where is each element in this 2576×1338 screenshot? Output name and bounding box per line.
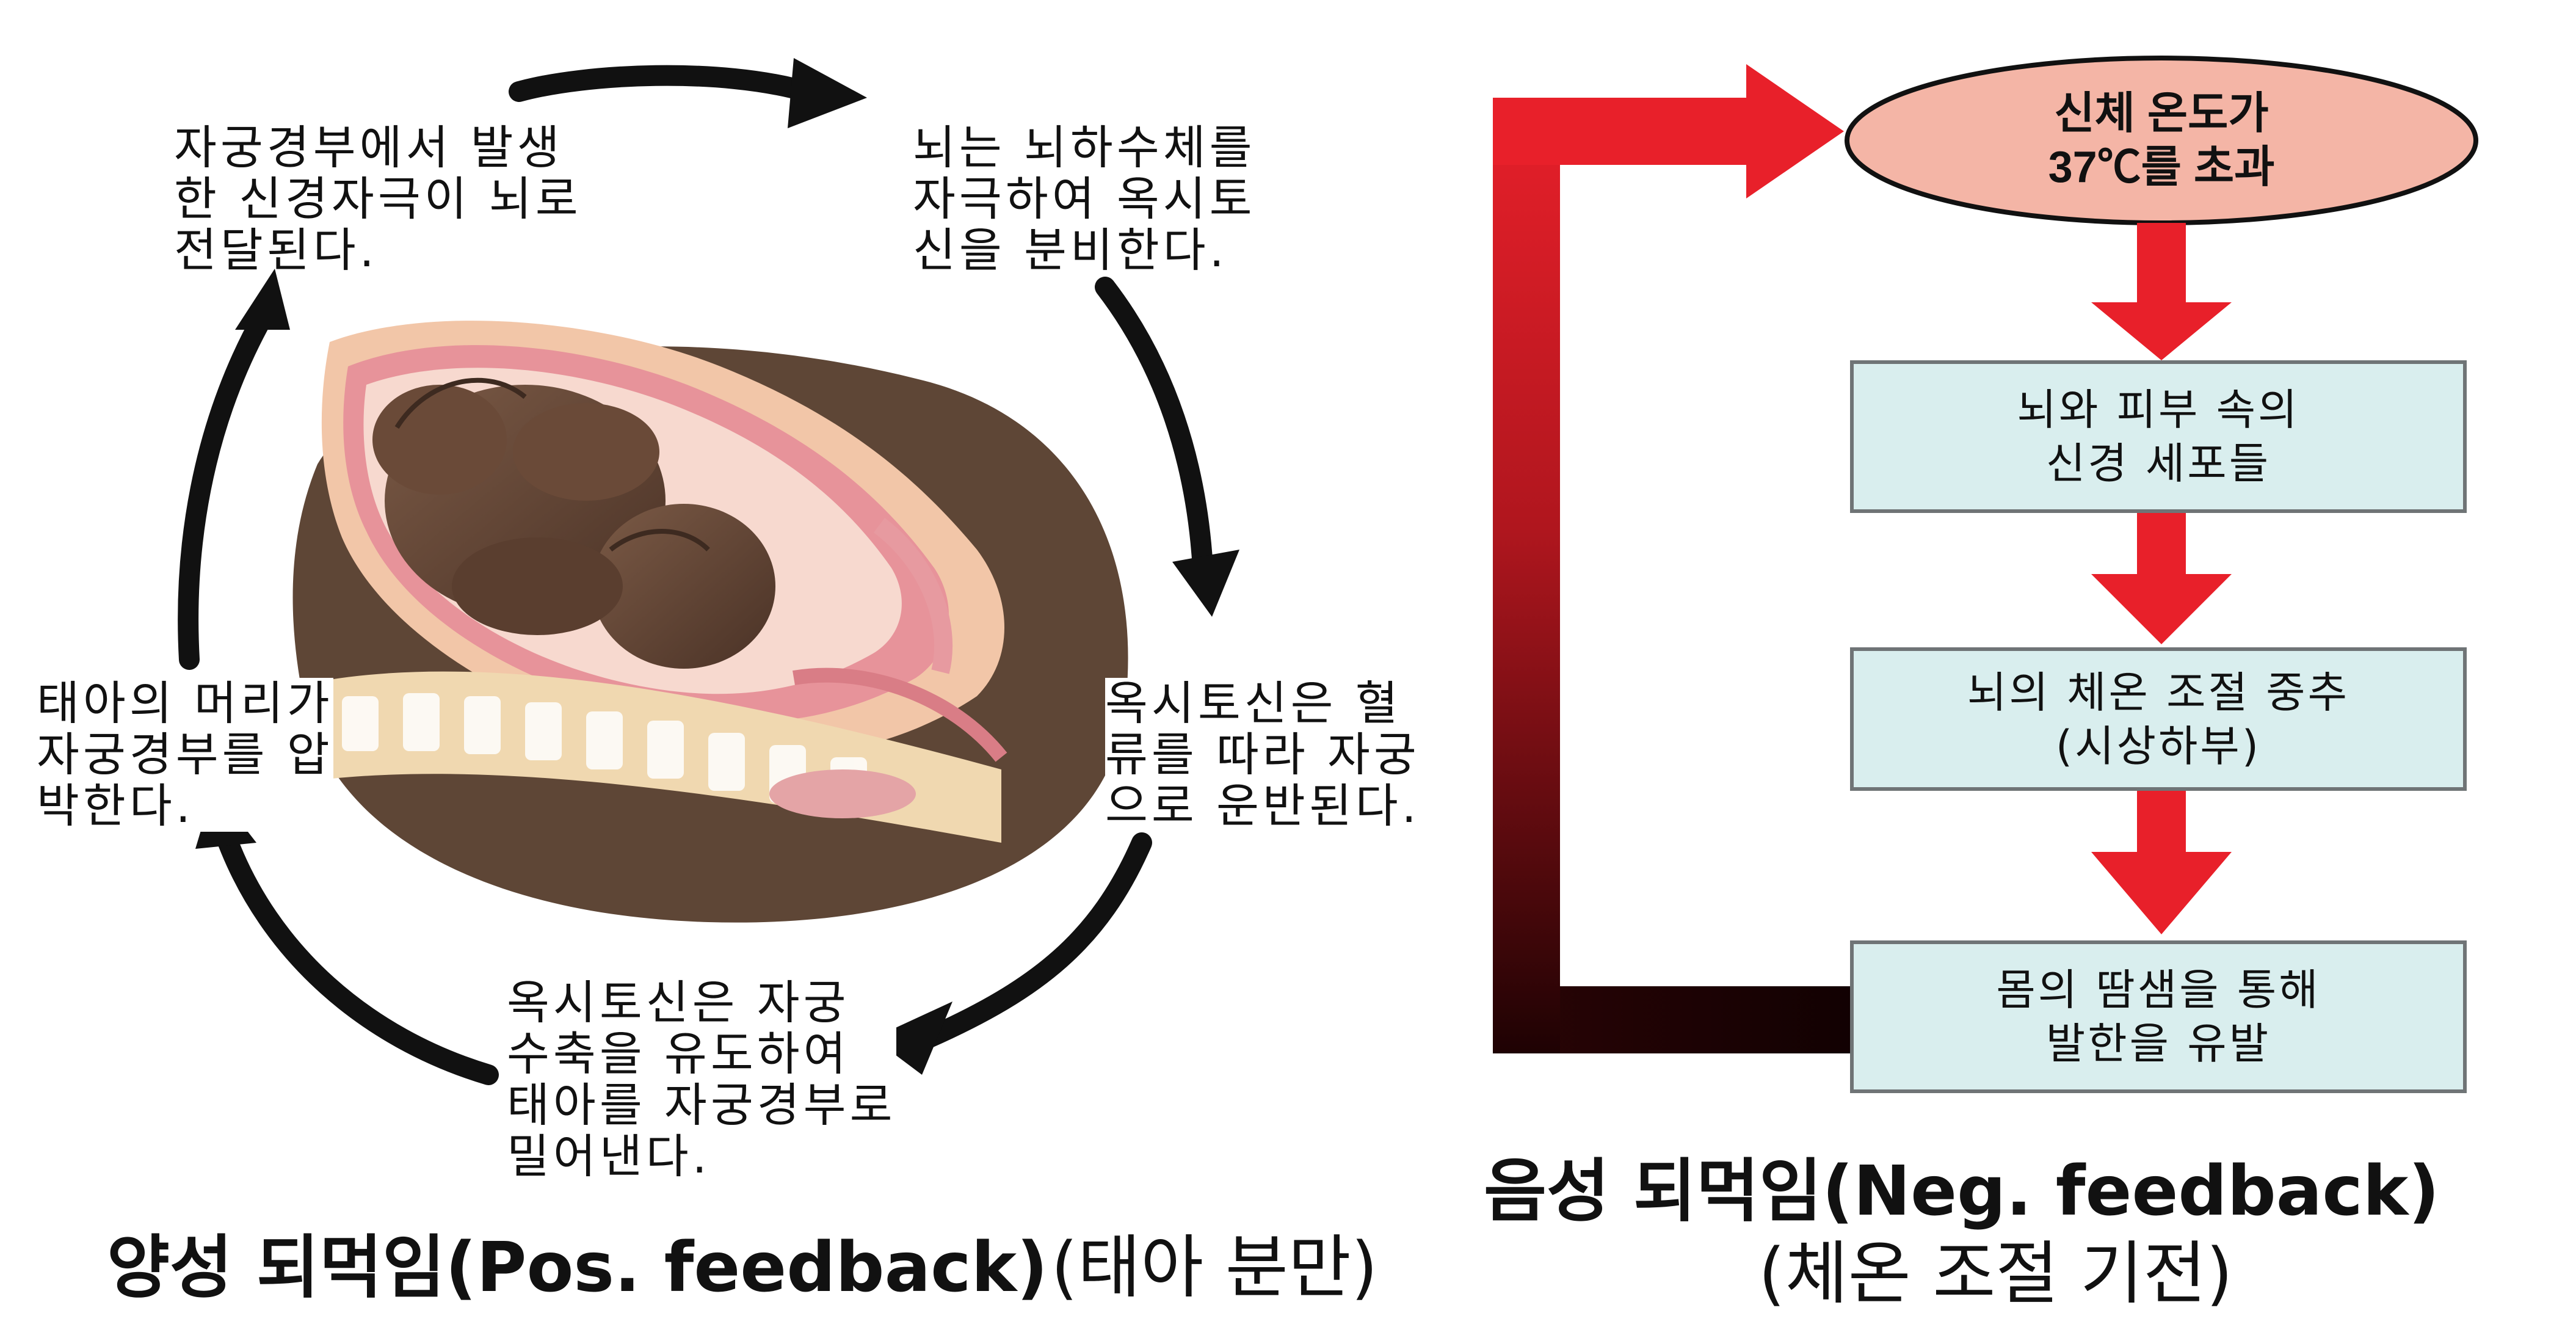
sensor-line-2: 신경 세포들 bbox=[2045, 438, 2271, 489]
pos-step-1-line-2: 한 신경자극이 뇌로 bbox=[174, 172, 582, 226]
negative-feedback-subtitle: (체온 조절 기전) bbox=[1758, 1234, 2233, 1314]
positive-feedback-title: 양성 되먹임(Pos. feedback) bbox=[107, 1228, 1048, 1307]
arrowhead-top bbox=[788, 58, 867, 128]
pos-step-2-line-2: 자극하여 옥시토 bbox=[913, 172, 1256, 226]
positive-feedback-caption: 양성 되먹임(Pos. feedback) (태아 분만) bbox=[107, 1212, 1378, 1311]
positive-feedback-subtitle: (태아 분만) bbox=[1051, 1228, 1378, 1307]
pos-step-4-line-2: 수축을 유도하여 bbox=[507, 1027, 850, 1081]
stimulus-label: 신체 온도가 37℃를 초과 bbox=[1905, 67, 2418, 214]
control-center-line-1: 뇌의 체온 조절 중추 bbox=[1967, 667, 2349, 718]
control-center-line-2: (시상하부) bbox=[2055, 721, 2262, 771]
loop-arrowhead bbox=[1746, 64, 1844, 198]
control-center-box: 뇌의 체온 조절 중추 (시상하부) bbox=[1850, 647, 2467, 791]
pos-step-3: 옥시토신은 혈 류를 따라 자궁 으로 운반된다. bbox=[1105, 678, 1420, 832]
loop-left-segment bbox=[1493, 98, 1560, 1053]
pos-step-1-line-1: 자궁경부에서 발생 bbox=[174, 120, 564, 175]
pos-step-4: 옥시토신은 자궁 수축을 유도하여 태아를 자궁경부로 밀어낸다. bbox=[507, 977, 896, 1182]
stimulus-line-2: 37℃를 초과 bbox=[2048, 143, 2275, 192]
arrowhead-bottom bbox=[873, 1002, 952, 1075]
cycle-arrowheads bbox=[195, 58, 1239, 1075]
cycle-arrows bbox=[178, 65, 1213, 1085]
effector-box: 몸의 땀샘을 통해 발한을 유발 bbox=[1850, 940, 2467, 1093]
fetus-in-uterus-illustration bbox=[292, 321, 1128, 923]
pos-step-1: 자궁경부에서 발생 한 신경자극이 뇌로 전달된다. bbox=[174, 122, 582, 276]
pos-step-2: 뇌는 뇌하수체를 자극하여 옥시토 신을 분비한다. bbox=[913, 122, 1256, 276]
pos-step-5-line-1: 태아의 머리가 bbox=[37, 676, 333, 730]
loop-top-segment bbox=[1493, 98, 1749, 165]
pos-step-3-line-1: 옥시토신은 혈 bbox=[1105, 676, 1402, 730]
pos-step-3-line-3: 으로 운반된다. bbox=[1105, 779, 1420, 833]
effector-line-2: 발한을 유발 bbox=[2045, 1019, 2271, 1069]
negative-feedback-title: 음성 되먹임(Neg. feedback) bbox=[1484, 1152, 2440, 1231]
flow-arrows bbox=[2091, 223, 2232, 934]
flow-arrow-3 bbox=[2091, 791, 2232, 934]
negative-feedback-subtitle-wrap: (체온 조절 기전) bbox=[1758, 1218, 2233, 1317]
negative-feedback-title-wrap: 음성 되먹임(Neg. feedback) bbox=[1484, 1136, 2439, 1235]
feedback-loop-arrow bbox=[1493, 64, 1850, 1053]
pos-step-4-line-1: 옥시토신은 자궁 bbox=[507, 975, 850, 1030]
pos-step-5-line-2: 자궁경부를 압 bbox=[37, 727, 333, 782]
arrowhead-left-top bbox=[235, 269, 290, 330]
pos-step-2-line-3: 신을 분비한다. bbox=[913, 223, 1228, 277]
sensor-box: 뇌와 피부 속의 신경 세포들 bbox=[1850, 360, 2467, 513]
flow-arrow-1 bbox=[2091, 223, 2232, 360]
effector-line-1: 몸의 땀샘을 통해 bbox=[1996, 965, 2321, 1015]
pos-step-2-line-1: 뇌는 뇌하수체를 bbox=[913, 120, 1256, 175]
pos-step-1-line-3: 전달된다. bbox=[174, 223, 378, 277]
pos-step-4-line-3: 태아를 자궁경부로 bbox=[507, 1078, 896, 1132]
arrowhead-right bbox=[1172, 550, 1239, 617]
pos-step-5: 태아의 머리가 자궁경부를 압 박한다. bbox=[37, 678, 333, 832]
sensor-line-1: 뇌와 피부 속의 bbox=[2017, 385, 2300, 435]
pos-step-3-line-2: 류를 따라 자궁 bbox=[1105, 727, 1420, 782]
pos-step-4-line-4: 밀어낸다. bbox=[507, 1129, 711, 1183]
stimulus-line-1: 신체 온도가 bbox=[2054, 89, 2269, 138]
flow-arrow-2 bbox=[2091, 513, 2232, 644]
pos-step-5-line-3: 박한다. bbox=[37, 779, 194, 833]
